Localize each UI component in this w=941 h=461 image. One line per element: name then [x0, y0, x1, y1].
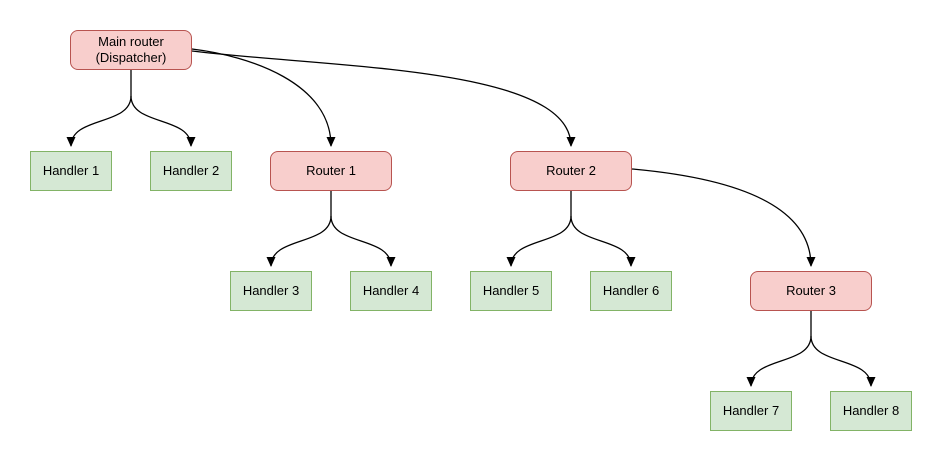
edge-main-router-to-handler-1 [66, 95, 132, 147]
node-handler-4: Handler 4 [350, 271, 432, 311]
node-router-3: Router 3 [750, 271, 872, 311]
node-router-2: Router 2 [510, 151, 632, 191]
node-handler-2: Handler 2 [150, 151, 232, 191]
edge-router-2-to-router-3 [631, 168, 816, 267]
node-handler-8: Handler 8 [830, 391, 912, 431]
edge-router-3-to-handler-8 [810, 335, 876, 387]
edge-router-1-to-handler-4 [330, 215, 396, 267]
node-handler-7: Handler 7 [710, 391, 792, 431]
edge-router-2-to-handler-5 [506, 215, 572, 267]
edge-main-router-to-router-1 [191, 48, 336, 147]
node-handler-5: Handler 5 [470, 271, 552, 311]
node-router-1: Router 1 [270, 151, 392, 191]
edge-main-router-to-handler-2 [130, 95, 196, 147]
edge-router-3-to-handler-7 [746, 335, 812, 387]
node-handler-1: Handler 1 [30, 151, 112, 191]
node-handler-6: Handler 6 [590, 271, 672, 311]
edge-main-router-to-router-2 [191, 50, 576, 147]
node-handler-3: Handler 3 [230, 271, 312, 311]
edge-router-1-to-handler-3 [266, 215, 332, 267]
edge-router-2-to-handler-6 [570, 215, 636, 267]
node-main-router: Main router (Dispatcher) [70, 30, 192, 70]
